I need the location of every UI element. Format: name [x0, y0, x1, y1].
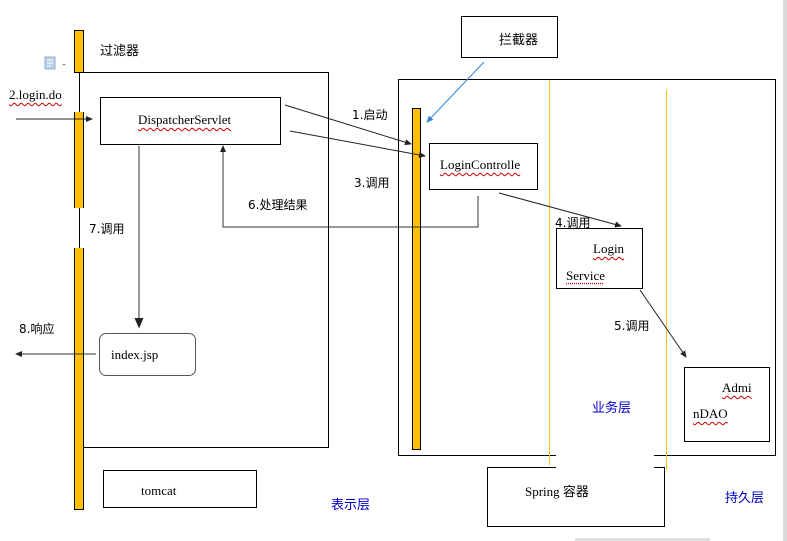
interceptor-box: 拦截器	[461, 16, 558, 58]
business-layer-divider-left	[549, 80, 550, 465]
step-6-label: 6.处理结果	[248, 198, 308, 212]
tomcat-box: tomcat	[103, 470, 257, 508]
business-divider-bottom-left	[549, 455, 550, 465]
step-7-label: 7.调用	[89, 222, 125, 236]
presentation-layer-label: 表示层	[331, 498, 371, 513]
business-layer-label: 业务层	[592, 401, 632, 416]
persistence-layer-label: 持久层	[725, 491, 765, 506]
dispatcher-servlet-box: DispatcherServlet	[100, 97, 281, 145]
login-controller-box: LoginControlle	[429, 143, 538, 190]
bottom-scroll-hint	[575, 538, 710, 541]
filter-bar-middle	[74, 112, 84, 208]
dispatcher-servlet-label: DispatcherServlet	[138, 112, 232, 127]
step-8-label: 8.响应	[19, 322, 55, 336]
interceptor-bar	[412, 108, 421, 450]
admin-dao-label-line1: Admi	[722, 380, 752, 395]
spring-container-label: Spring 容器	[525, 484, 589, 499]
filter-bar-top	[74, 30, 84, 73]
index-jsp-box: index.jsp	[99, 333, 196, 376]
step-1-label: 1.启动	[352, 108, 388, 122]
login-controller-label: LoginControlle	[440, 157, 521, 172]
filter-bar-bottom	[74, 248, 84, 510]
business-layer-divider-right	[666, 90, 667, 470]
index-jsp-label: index.jsp	[111, 347, 159, 362]
step-3-label: 3.调用	[354, 176, 390, 190]
spring-box-gap	[556, 455, 654, 469]
interceptor-label: 拦截器	[499, 33, 539, 48]
step-5-label: 5.调用	[614, 319, 650, 333]
login-service-label-line2: Service	[566, 268, 605, 283]
tomcat-label: tomcat	[141, 483, 177, 498]
login-service-box: Login Service	[556, 228, 643, 289]
scrollbar[interactable]	[783, 0, 787, 541]
business-divider-bottom-right	[666, 455, 667, 469]
admin-dao-label-line2: nDAO	[693, 406, 728, 421]
admin-dao-box: Admi nDAO	[684, 367, 770, 442]
login-service-label-line1: Login	[593, 241, 625, 256]
spring-container-box: Spring 容器	[487, 467, 665, 527]
step-2-label: 2.login.do	[9, 87, 62, 102]
paste-options-icon[interactable]	[44, 55, 68, 70]
filter-label: 过滤器	[100, 44, 140, 59]
step-4-label: 4.调用	[555, 216, 591, 230]
